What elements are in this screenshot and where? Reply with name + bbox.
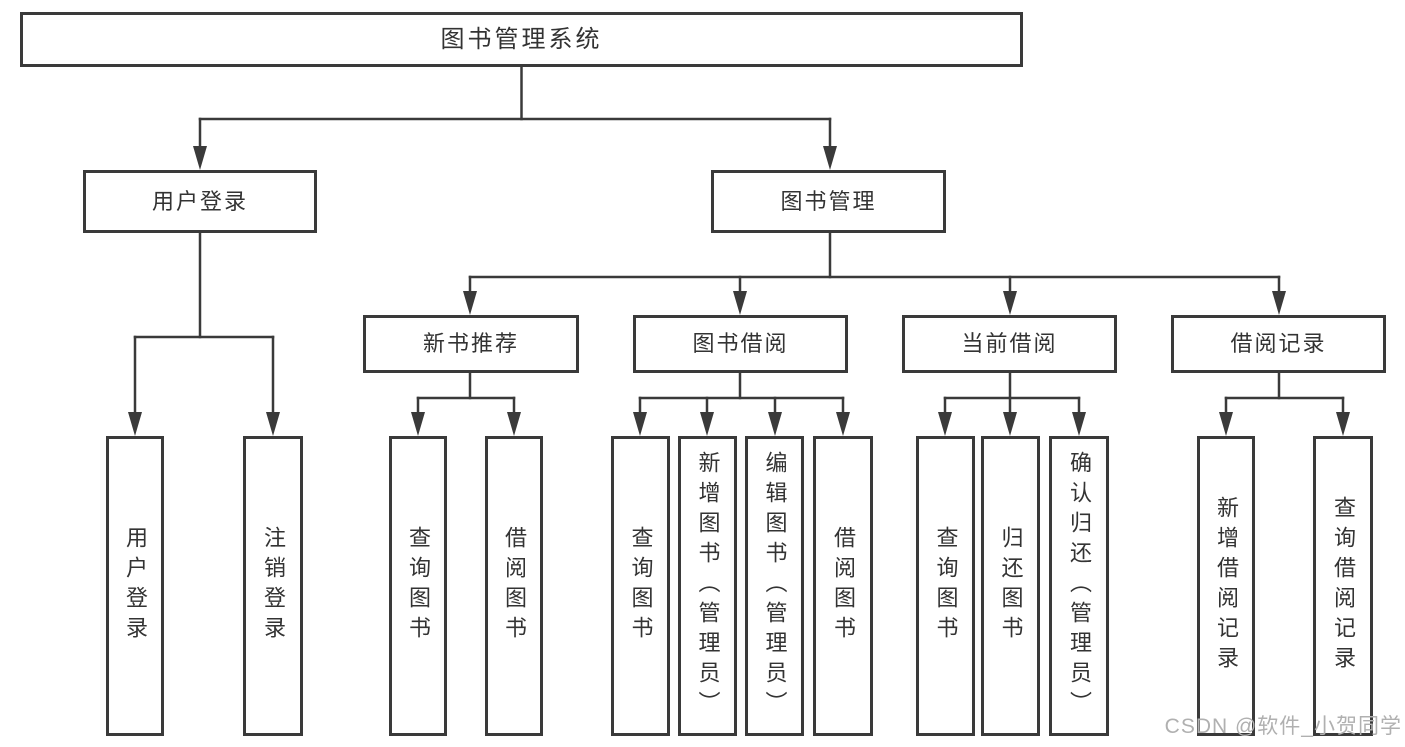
node-leaf-query-books-recommend: 查询图书 — [389, 436, 447, 736]
arrowhead-down-icon — [1003, 291, 1017, 315]
node-leaf-borrow-books-borrowing: 借阅图书 — [813, 436, 873, 736]
node-leaf-edit-books-admin: 编辑图书（管理员） — [745, 436, 804, 736]
arrowhead-down-icon — [768, 412, 782, 436]
node-leaf-user-login: 用户登录 — [106, 436, 164, 736]
node-library-system: 图书管理系统 — [20, 12, 1023, 67]
arrowhead-down-icon — [823, 146, 837, 170]
arrowhead-down-icon — [700, 412, 714, 436]
arrowhead-down-icon — [411, 412, 425, 436]
arrowhead-down-icon — [836, 412, 850, 436]
node-book-borrowing: 图书借阅 — [633, 315, 848, 373]
node-book-management: 图书管理 — [711, 170, 946, 233]
arrowhead-down-icon — [938, 412, 952, 436]
arrowhead-down-icon — [1272, 291, 1286, 315]
arrowhead-down-icon — [1219, 412, 1233, 436]
arrowhead-down-icon — [1336, 412, 1350, 436]
node-leaf-add-books-admin: 新增图书（管理员） — [678, 436, 737, 736]
arrowhead-down-icon — [633, 412, 647, 436]
node-leaf-confirm-return-admin: 确认归还（管理员） — [1049, 436, 1109, 736]
node-leaf-add-borrow-record: 新增借阅记录 — [1197, 436, 1255, 736]
arrowhead-down-icon — [193, 146, 207, 170]
arrowhead-down-icon — [128, 412, 142, 436]
node-borrowing-records: 借阅记录 — [1171, 315, 1386, 373]
arrowhead-down-icon — [1072, 412, 1086, 436]
node-new-book-recommend: 新书推荐 — [363, 315, 579, 373]
arrowhead-down-icon — [733, 291, 747, 315]
node-leaf-logout: 注销登录 — [243, 436, 303, 736]
arrowhead-down-icon — [1003, 412, 1017, 436]
csdn-watermark: CSDN @软件_小贺同学 — [1164, 715, 1402, 738]
node-leaf-borrow-books-recommend: 借阅图书 — [485, 436, 543, 736]
node-current-borrowing: 当前借阅 — [902, 315, 1117, 373]
node-leaf-query-books-borrowing: 查询图书 — [611, 436, 670, 736]
node-leaf-return-books: 归还图书 — [981, 436, 1040, 736]
arrowhead-down-icon — [507, 412, 521, 436]
node-leaf-query-borrow-record: 查询借阅记录 — [1313, 436, 1373, 736]
arrowhead-down-icon — [266, 412, 280, 436]
node-leaf-query-books-current: 查询图书 — [916, 436, 975, 736]
arrowhead-down-icon — [463, 291, 477, 315]
node-user-login: 用户登录 — [83, 170, 317, 233]
